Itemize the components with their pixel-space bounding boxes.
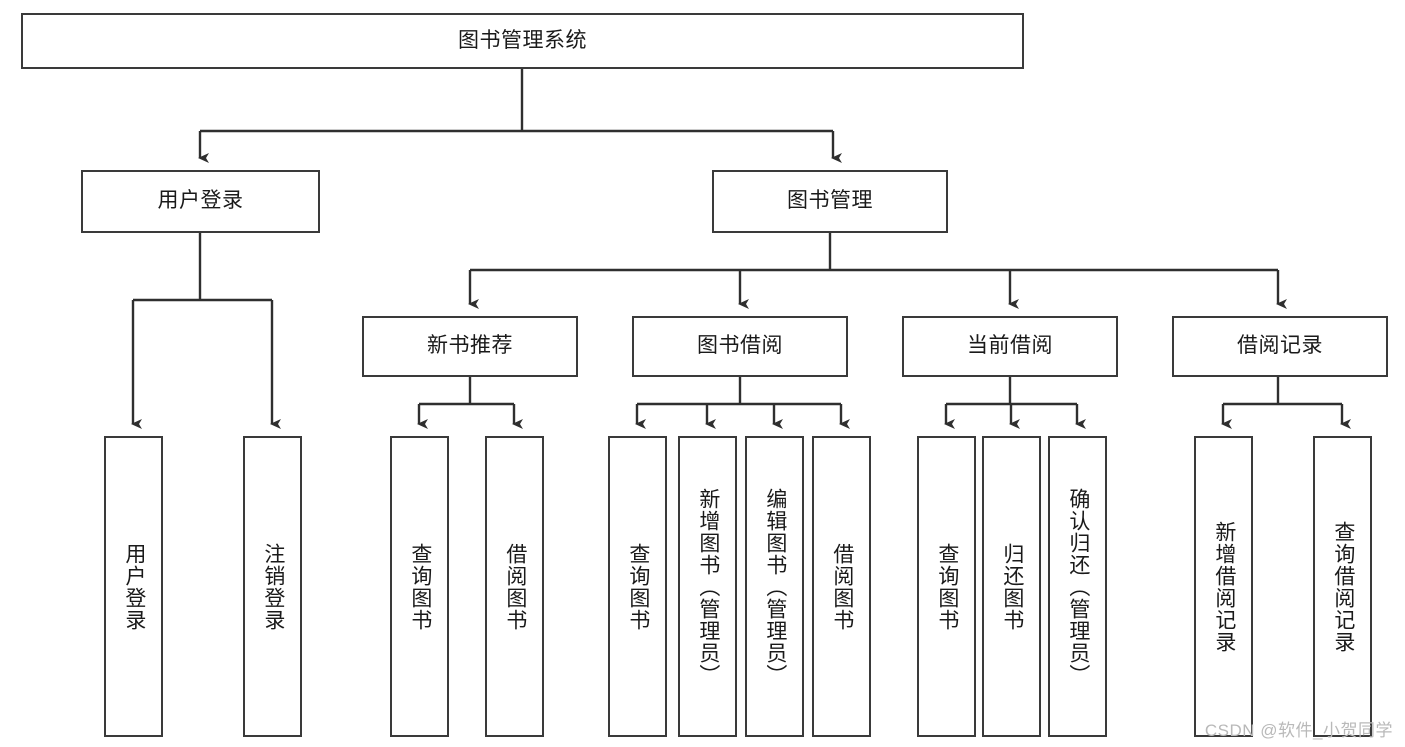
node-label: 借阅记录 [1237,334,1323,358]
leaf-borrow-record-query[interactable]: 查询借阅记录 [1313,436,1372,737]
node-label: 归还图书 [1000,542,1024,631]
node-label: 用户登录 [122,542,146,631]
leaf-new-book-borrow[interactable]: 借阅图书 [485,436,544,737]
node-label: 图书管理系统 [458,28,587,52]
leaf-new-book-query[interactable]: 查询图书 [390,436,449,737]
node-new-book-recommend[interactable]: 新书推荐 [362,316,578,377]
node-label: 确认归还（管理员） [1066,487,1090,686]
node-book-management[interactable]: 图书管理 [712,170,948,233]
node-label: 借阅图书 [830,542,854,631]
node-label: 当前借阅 [967,334,1053,358]
node-root-book-management-system[interactable]: 图书管理系统 [21,13,1024,69]
leaf-borrow-record-add[interactable]: 新增借阅记录 [1194,436,1253,737]
node-label: 图书借阅 [697,334,783,358]
node-current-borrow[interactable]: 当前借阅 [902,316,1118,377]
leaf-user-login-logout[interactable]: 注销登录 [243,436,302,737]
leaf-current-borrow-return[interactable]: 归还图书 [982,436,1041,737]
node-user-login[interactable]: 用户登录 [81,170,320,233]
node-label: 查询借阅记录 [1331,520,1355,653]
leaf-current-borrow-confirm-return[interactable]: 确认归还（管理员） [1048,436,1107,737]
node-label: 新增借阅记录 [1212,520,1236,653]
node-label: 新增图书（管理员） [696,487,720,686]
watermark: CSDN @软件_小贺同学 [1204,721,1393,740]
node-label: 新书推荐 [427,334,513,358]
node-borrow-record[interactable]: 借阅记录 [1172,316,1388,377]
node-label: 借阅图书 [503,542,527,631]
leaf-book-borrow-add[interactable]: 新增图书（管理员） [678,436,737,737]
node-label: 编辑图书（管理员） [763,487,787,686]
leaf-current-borrow-query[interactable]: 查询图书 [917,436,976,737]
node-label: 查询图书 [935,542,959,631]
leaf-book-borrow-borrow[interactable]: 借阅图书 [812,436,871,737]
node-book-borrow[interactable]: 图书借阅 [632,316,848,377]
leaf-book-borrow-query[interactable]: 查询图书 [608,436,667,737]
node-label: 查询图书 [408,542,432,631]
node-label: 查询图书 [626,542,650,631]
leaf-book-borrow-edit[interactable]: 编辑图书（管理员） [745,436,804,737]
leaf-user-login-login[interactable]: 用户登录 [104,436,163,737]
node-label: 用户登录 [157,189,244,213]
node-label: 注销登录 [261,542,285,631]
node-label: 图书管理 [787,189,873,213]
